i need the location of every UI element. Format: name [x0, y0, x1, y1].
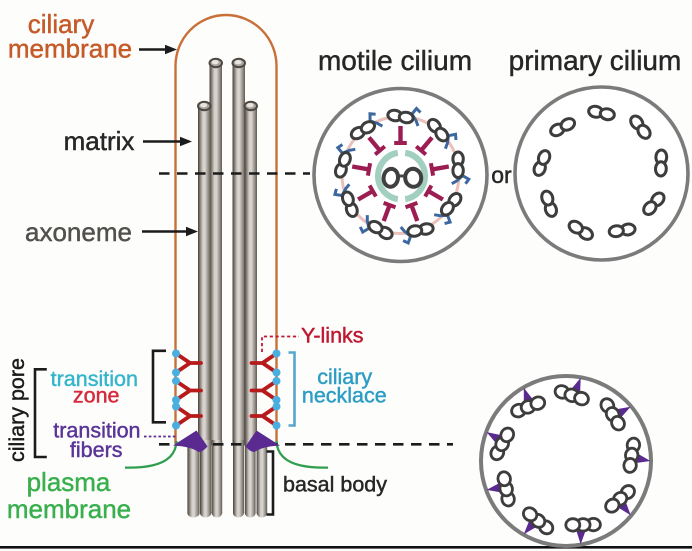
- svg-text:basal body: basal body: [283, 473, 387, 497]
- svg-text:transition: transition: [51, 367, 138, 391]
- svg-text:Y-links: Y-links: [301, 324, 364, 348]
- svg-text:or: or: [491, 162, 512, 188]
- svg-text:fibers: fibers: [70, 438, 123, 462]
- svg-text:ciliary: ciliary: [28, 9, 94, 39]
- svg-text:necklace: necklace: [302, 384, 387, 408]
- svg-text:plasma: plasma: [27, 467, 111, 497]
- svg-text:motile cilium: motile cilium: [318, 45, 472, 76]
- svg-text:ciliary: ciliary: [317, 365, 372, 389]
- svg-text:transition: transition: [53, 419, 140, 443]
- svg-text:ciliary pore: ciliary pore: [5, 358, 29, 462]
- svg-text:zone: zone: [73, 384, 120, 408]
- svg-text:axoneme: axoneme: [25, 217, 132, 247]
- svg-text:membrane: membrane: [8, 34, 132, 64]
- svg-text:membrane: membrane: [7, 494, 131, 524]
- svg-text:matrix: matrix: [64, 126, 135, 156]
- svg-text:primary cilium: primary cilium: [509, 45, 682, 76]
